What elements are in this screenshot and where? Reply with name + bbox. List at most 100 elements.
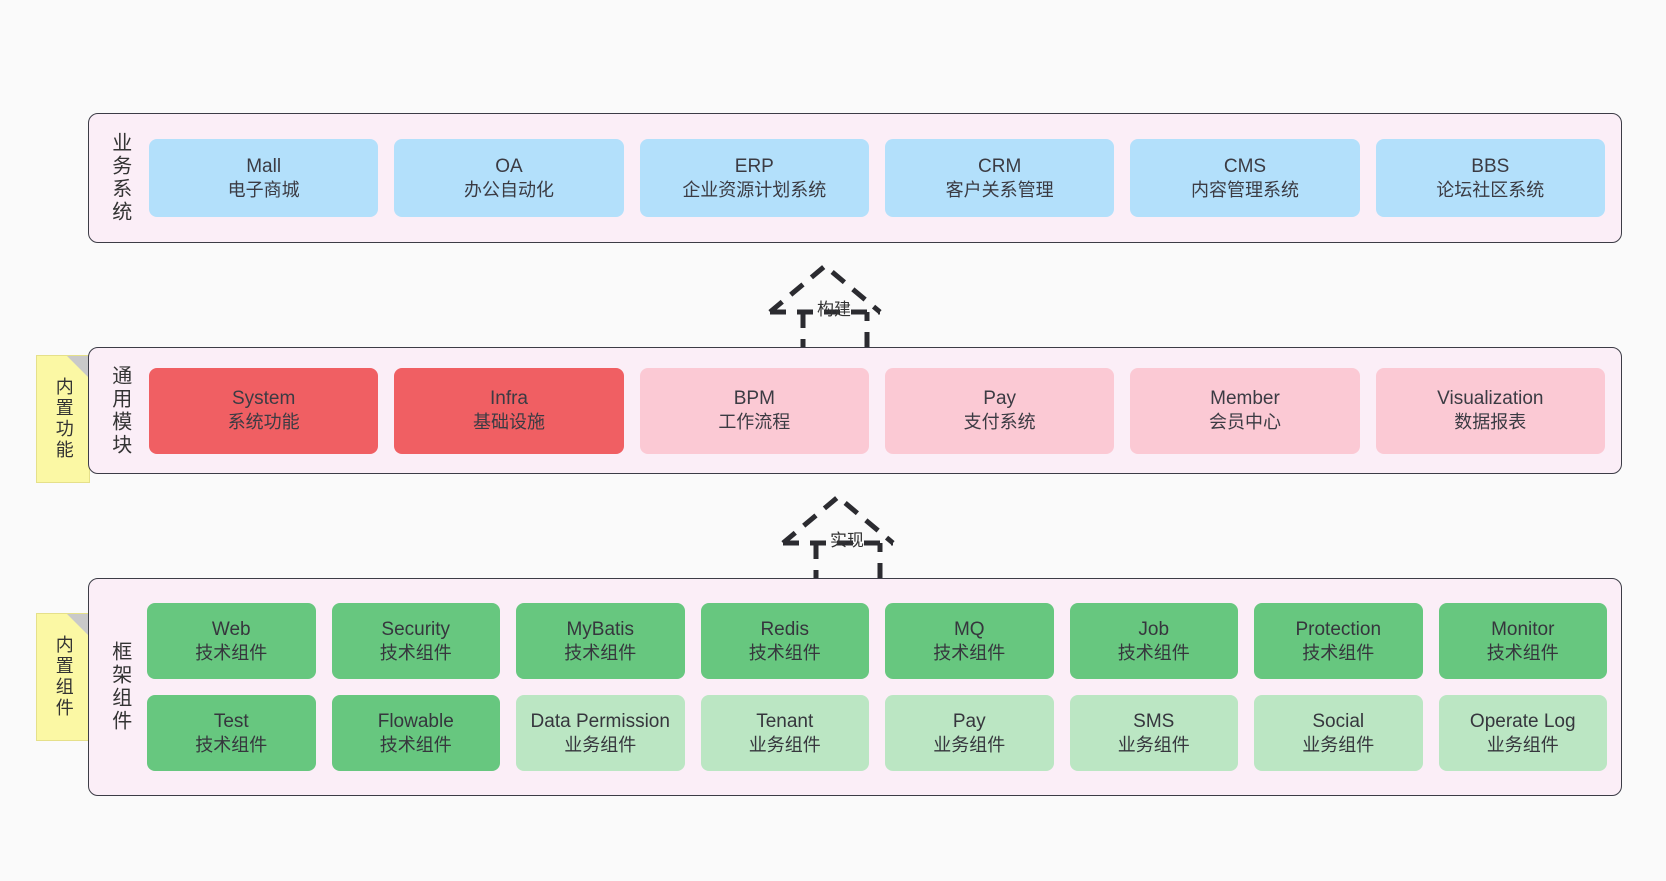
card-title: ERP xyxy=(734,155,774,177)
card-social[interactable]: Social 业务组件 xyxy=(1254,695,1423,771)
sticky-note-builtin-components: 内置组件 xyxy=(36,613,90,741)
card-title: CRM xyxy=(978,155,1022,177)
card-subtitle: 办公自动化 xyxy=(463,179,554,200)
card-mq[interactable]: MQ 技术组件 xyxy=(885,603,1054,679)
layer-business-system: 业务系统 Mall 电子商城 OA 办公自动化 ERP 企业资源计划系统 CRM… xyxy=(88,113,1622,243)
card-title: Security xyxy=(381,618,451,640)
card-title: Pay xyxy=(952,710,986,732)
card-title: Redis xyxy=(760,618,810,640)
card-tenant[interactable]: Tenant 业务组件 xyxy=(700,695,869,771)
card-operate-log[interactable]: Operate Log 业务组件 xyxy=(1438,695,1607,771)
card-cms[interactable]: CMS 内容管理系统 xyxy=(1130,139,1360,217)
card-security[interactable]: Security 技术组件 xyxy=(331,603,500,679)
framework-row-tech: Web 技术组件 Security 技术组件 MyBatis 技术组件 Redi… xyxy=(147,603,1607,679)
card-title: MQ xyxy=(953,618,985,640)
card-title: Mall xyxy=(246,155,282,177)
card-title: Tenant xyxy=(756,710,814,732)
card-title: Test xyxy=(213,710,249,732)
card-title: Data Permission xyxy=(530,710,670,732)
card-subtitle: 客户关系管理 xyxy=(945,179,1054,200)
card-title: Protection xyxy=(1295,618,1382,640)
card-subtitle: 技术组件 xyxy=(564,642,637,663)
card-subtitle: 技术组件 xyxy=(195,642,268,663)
card-subtitle: 技术组件 xyxy=(1117,642,1190,663)
card-subtitle: 业务组件 xyxy=(1486,734,1559,755)
card-subtitle: 企业资源计划系统 xyxy=(682,179,827,200)
card-redis[interactable]: Redis 技术组件 xyxy=(700,603,869,679)
card-title: MyBatis xyxy=(566,618,635,640)
card-mybatis[interactable]: MyBatis 技术组件 xyxy=(516,603,685,679)
card-subtitle: 数据报表 xyxy=(1454,412,1527,433)
card-title: Pay xyxy=(983,388,1017,410)
layer-title-framework-components: 框架组件 xyxy=(108,641,131,733)
card-monitor[interactable]: Monitor 技术组件 xyxy=(1438,603,1607,679)
layer-common-modules: 通用模块 System 系统功能 Infra 基础设施 BPM 工作流程 Pay… xyxy=(88,347,1622,474)
card-visualization[interactable]: Visualization 数据报表 xyxy=(1375,367,1605,454)
card-sms[interactable]: SMS 业务组件 xyxy=(1069,695,1238,771)
connector-build-label: 构建 xyxy=(817,300,851,319)
card-title: BBS xyxy=(1471,155,1510,177)
layer-title-business-system: 业务系统 xyxy=(108,132,131,224)
card-title: Flowable xyxy=(377,710,454,732)
card-member[interactable]: Member 会员中心 xyxy=(1130,367,1360,454)
sticky-note-text: 内置组件 xyxy=(53,635,74,719)
layer-title-common-modules: 通用模块 xyxy=(108,364,131,457)
card-job[interactable]: Job 技术组件 xyxy=(1069,603,1238,679)
card-title: BPM xyxy=(733,388,775,410)
card-subtitle: 业务组件 xyxy=(564,734,637,755)
card-crm[interactable]: CRM 客户关系管理 xyxy=(884,139,1115,217)
card-subtitle: 技术组件 xyxy=(748,642,821,663)
card-bbs[interactable]: BBS 论坛社区系统 xyxy=(1375,139,1605,217)
card-subtitle: 业务组件 xyxy=(1302,734,1375,755)
card-data-permission[interactable]: Data Permission 业务组件 xyxy=(516,695,685,771)
card-title: Member xyxy=(1210,388,1280,410)
card-flowable[interactable]: Flowable 技术组件 xyxy=(331,695,500,771)
card-subtitle: 技术组件 xyxy=(379,642,452,663)
card-subtitle: 技术组件 xyxy=(195,734,268,755)
card-web[interactable]: Web 技术组件 xyxy=(147,603,316,679)
card-subtitle: 内容管理系统 xyxy=(1190,179,1299,200)
card-subtitle: 技术组件 xyxy=(1302,642,1375,663)
card-erp[interactable]: ERP 企业资源计划系统 xyxy=(639,139,869,217)
card-subtitle: 论坛社区系统 xyxy=(1436,179,1545,200)
common-module-cards: System 系统功能 Infra 基础设施 BPM 工作流程 Pay 支付系统… xyxy=(139,348,1621,473)
framework-row-business: Test 技术组件 Flowable 技术组件 Data Permission … xyxy=(147,695,1607,771)
card-system[interactable]: System 系统功能 xyxy=(149,367,379,454)
card-pay-component[interactable]: Pay 业务组件 xyxy=(885,695,1054,771)
sticky-note-builtin-features: 内置功能 xyxy=(36,355,90,483)
card-title: CMS xyxy=(1223,155,1267,177)
card-title: OA xyxy=(495,155,523,177)
card-test[interactable]: Test 技术组件 xyxy=(147,695,316,771)
card-subtitle: 支付系统 xyxy=(963,412,1036,433)
card-subtitle: 技术组件 xyxy=(933,642,1006,663)
card-oa[interactable]: OA 办公自动化 xyxy=(394,139,624,217)
card-title: Social xyxy=(1312,710,1365,732)
framework-component-cards: Web 技术组件 Security 技术组件 MyBatis 技术组件 Redi… xyxy=(139,579,1621,795)
business-system-cards: Mall 电子商城 OA 办公自动化 ERP 企业资源计划系统 CRM 客户关系… xyxy=(139,114,1621,242)
card-protection[interactable]: Protection 技术组件 xyxy=(1254,603,1423,679)
card-mall[interactable]: Mall 电子商城 xyxy=(149,139,379,217)
card-title: SMS xyxy=(1133,710,1175,732)
sticky-fold-icon xyxy=(67,614,89,636)
card-subtitle: 业务组件 xyxy=(933,734,1006,755)
card-subtitle: 技术组件 xyxy=(1486,642,1559,663)
card-pay-module[interactable]: Pay 支付系统 xyxy=(884,367,1115,454)
card-subtitle: 业务组件 xyxy=(748,734,821,755)
card-infra[interactable]: Infra 基础设施 xyxy=(394,367,624,454)
sticky-fold-icon xyxy=(67,356,89,378)
layer-framework-components: 框架组件 Web 技术组件 Security 技术组件 MyBatis 技术组件… xyxy=(88,578,1622,796)
card-subtitle: 电子商城 xyxy=(227,179,300,200)
card-bpm[interactable]: BPM 工作流程 xyxy=(639,367,869,454)
card-subtitle: 业务组件 xyxy=(1117,734,1190,755)
card-subtitle: 工作流程 xyxy=(718,412,791,433)
sticky-note-text: 内置功能 xyxy=(53,377,74,461)
card-title: Web xyxy=(211,618,251,640)
card-subtitle: 基础设施 xyxy=(472,412,545,433)
card-title: Visualization xyxy=(1437,388,1544,410)
card-title: Monitor xyxy=(1491,618,1555,640)
card-title: System xyxy=(231,388,296,410)
card-subtitle: 技术组件 xyxy=(379,734,452,755)
card-title: Operate Log xyxy=(1469,710,1576,732)
card-subtitle: 系统功能 xyxy=(227,412,300,433)
